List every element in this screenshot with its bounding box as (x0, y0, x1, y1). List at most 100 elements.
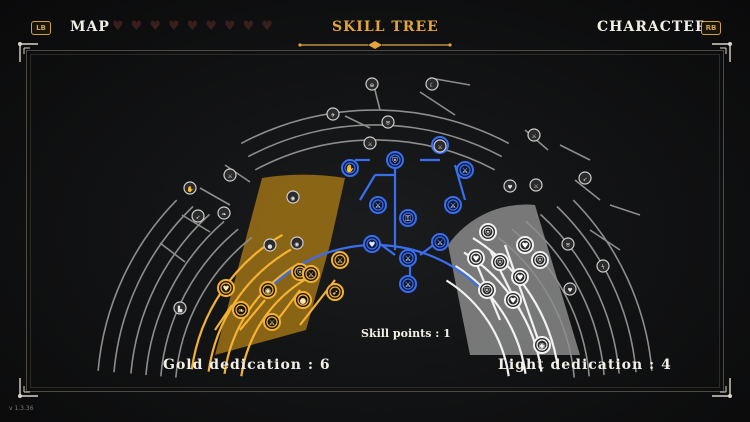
sword-icon[interactable]: ⚔ (527, 128, 541, 142)
eye-icon[interactable]: ◉ (533, 336, 551, 354)
heart-icon: ♥ (186, 19, 199, 34)
lb-button-icon[interactable]: LB (31, 21, 51, 35)
svg-text:➶: ➶ (583, 177, 588, 183)
eye-icon[interactable]: ◉ (259, 281, 277, 299)
drop-icon[interactable]: ● (294, 291, 312, 309)
locked-branch-connector (181, 214, 211, 233)
shield-icon[interactable]: ⛨ (381, 115, 395, 129)
gold-branch-connector (214, 304, 233, 331)
eye-icon[interactable]: ◉ (286, 190, 300, 204)
svg-text:⚔: ⚔ (462, 166, 469, 175)
svg-text:⚔: ⚔ (269, 318, 276, 327)
locked-branch-arc (97, 199, 178, 371)
sword-icon[interactable]: ⚔ (431, 233, 449, 251)
svg-text:⛨: ⛨ (297, 268, 303, 277)
version-label: v 1.3.36 (9, 405, 34, 412)
heart-icon[interactable]: ♥ (503, 179, 517, 193)
arrow-icon[interactable]: ➶ (578, 171, 592, 185)
shield-icon[interactable]: ⛨ (479, 223, 497, 241)
svg-text:⚔: ⚔ (437, 144, 442, 151)
heart-icon[interactable]: ♥ (363, 235, 381, 253)
shield-icon[interactable]: ⛨ (386, 151, 404, 169)
eye-icon[interactable]: ◉ (290, 236, 304, 250)
sword-icon[interactable]: ⚔ (433, 139, 447, 153)
sword-icon[interactable]: ⚔ (399, 275, 417, 293)
moon-icon[interactable]: ☾ (425, 77, 439, 91)
sword-icon[interactable]: ⚔ (263, 313, 281, 331)
heart-icon: ♥ (130, 19, 143, 34)
sword-icon[interactable]: ⚔ (223, 168, 237, 182)
leaf-icon[interactable]: ❧ (232, 301, 250, 319)
locked-branch-connector (159, 242, 186, 263)
heart-icon[interactable]: ♥ (511, 268, 529, 286)
svg-text:⚔: ⚔ (437, 238, 444, 247)
bird-icon[interactable]: ✈ (326, 107, 340, 121)
svg-text:✈: ✈ (331, 112, 336, 119)
svg-text:⛨: ⛨ (392, 156, 398, 165)
heart-icon[interactable]: ♥ (563, 282, 577, 296)
svg-text:●: ● (300, 296, 307, 305)
top-navigation-bar: LB MAP ♥♥♥♥♥♥♥♥♥ SKILL TREE CHARACTER RB (0, 0, 750, 49)
heart-icon[interactable]: ♥ (516, 236, 534, 254)
sword-icon[interactable]: ⚔ (331, 251, 349, 269)
svg-text:◉: ◉ (291, 196, 296, 202)
sword-icon[interactable]: ⚔ (369, 196, 387, 214)
locked-branch-arc (572, 199, 653, 371)
rb-button-icon[interactable]: RB (701, 21, 721, 35)
blue-branch-connector (359, 174, 376, 201)
bolt-icon[interactable]: ϟ (596, 259, 610, 273)
shield-icon[interactable]: ⛨ (531, 251, 549, 269)
sword-icon[interactable]: ⚔ (529, 178, 543, 192)
heart-icon[interactable]: ♥ (217, 279, 235, 297)
gold-branch-arc (207, 248, 292, 372)
shield-icon[interactable]: ⛨ (478, 281, 496, 299)
boot-icon[interactable]: ▙ (173, 301, 187, 315)
locked-branch-connector (419, 91, 456, 116)
svg-text:♥: ♥ (223, 284, 230, 293)
tab-skill-tree[interactable]: SKILL TREE (332, 19, 439, 35)
leaf-icon[interactable]: ❧ (217, 206, 231, 220)
sword-icon[interactable]: ⚔ (444, 196, 462, 214)
heart-icon[interactable]: ♥ (467, 249, 485, 267)
locked-branch-connector (559, 144, 591, 161)
shield-icon[interactable]: ⛨ (491, 253, 509, 271)
light-branch-arc (472, 237, 560, 370)
arrow-icon[interactable]: ➶ (191, 209, 205, 223)
sword-icon[interactable]: ⚔ (456, 161, 474, 179)
hand-icon[interactable]: ✋ (183, 181, 197, 195)
svg-text:⛨: ⛨ (497, 258, 503, 267)
corner-ornament-bl (18, 378, 38, 398)
svg-text:⛨: ⛨ (485, 228, 491, 237)
svg-text:⚔: ⚔ (308, 270, 315, 279)
heart-icon: ♥ (112, 19, 124, 34)
shield-icon[interactable]: ⛨ (561, 237, 575, 251)
gold-branch-arc (240, 277, 309, 377)
svg-text:⚔: ⚔ (375, 201, 382, 210)
tab-map[interactable]: MAP (70, 19, 110, 35)
sword-icon[interactable]: ⚔ (302, 265, 320, 283)
sword-icon[interactable]: ⚔ (399, 249, 417, 267)
light-branch-arc (454, 265, 527, 374)
sword-icon[interactable]: ⚔ (363, 136, 377, 150)
locked-branch-arc (539, 213, 620, 374)
locked-branch-arc (240, 109, 510, 145)
svg-text:●: ● (268, 244, 273, 250)
locked-branch-arc (160, 228, 239, 377)
locked-branch-arc (130, 213, 211, 374)
svg-text:♥: ♥ (507, 184, 512, 191)
crosshair-icon[interactable]: ⊕ (365, 77, 379, 91)
screen-frame (26, 50, 724, 392)
lock-icon[interactable]: ⚿ (399, 209, 417, 227)
heart-icon[interactable]: ♥ (504, 291, 522, 309)
svg-text:▙: ▙ (177, 305, 183, 313)
arrow-icon[interactable]: ➶ (326, 283, 344, 301)
tab-character[interactable]: CHARACTER (597, 19, 708, 35)
svg-text:⚔: ⚔ (227, 173, 232, 180)
gold-dedication-label: Gold dedication : 6 (163, 357, 331, 373)
drop-icon[interactable]: ● (263, 238, 277, 252)
hand-icon[interactable]: ✋ (341, 159, 359, 177)
svg-text:♥: ♥ (510, 296, 517, 305)
svg-text:◉: ◉ (265, 286, 272, 295)
health-hearts: ♥♥♥♥♥♥♥♥♥ (112, 20, 273, 34)
